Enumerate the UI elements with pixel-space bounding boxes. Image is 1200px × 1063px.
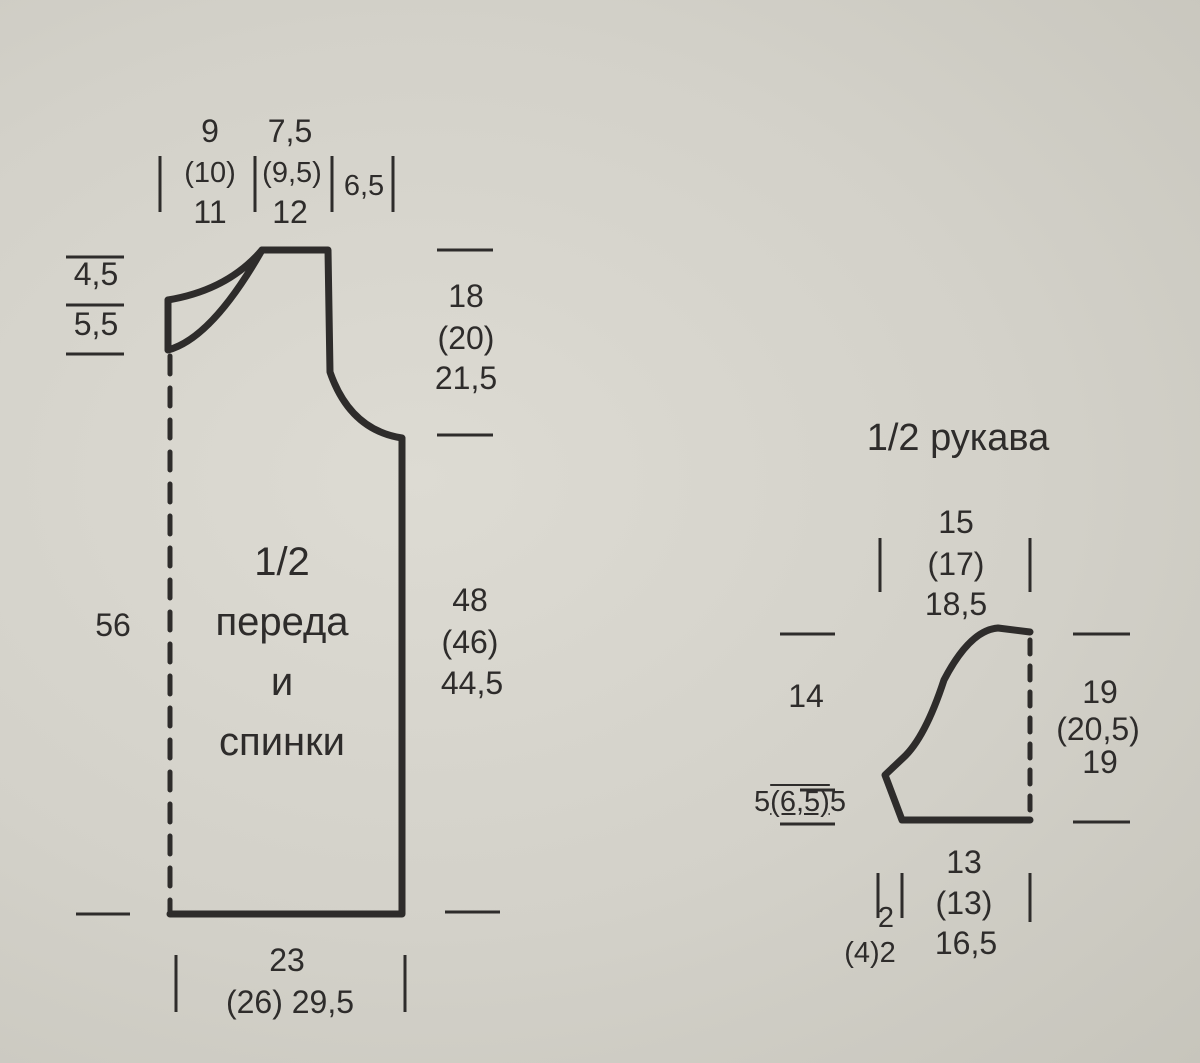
sleeve-cuff-suffix: 5: [829, 786, 846, 818]
side-height-1: 48: [452, 582, 488, 618]
sleeve-piece: [881, 624, 1034, 824]
sleeve-fold-height-1: 19: [1082, 674, 1118, 710]
neck-width-3: 11: [193, 194, 227, 230]
bottom-width-1: 23: [269, 942, 305, 978]
sleeve-top-width-3: 18,5: [924, 586, 988, 622]
body-caption-line-3: и: [270, 660, 294, 704]
body-caption-line-4: спинки: [219, 720, 345, 764]
neckline-curve: [164, 246, 266, 304]
sleeve-bottom-width-3: 16,5: [934, 925, 998, 961]
sleeve-offset-1: 2: [877, 902, 895, 934]
sleeve-top-width-2: (17): [927, 546, 985, 582]
sleeve-cuff-prefix: 5: [754, 786, 771, 818]
sleeve-dimension-marks: [780, 538, 1130, 922]
body-dimension-marks: [66, 156, 500, 1012]
side-height-2: (46): [441, 624, 499, 660]
total-height: 56: [95, 607, 131, 643]
body-caption-line-1: 1/2: [254, 540, 310, 584]
armhole-height-2: (20): [437, 320, 495, 356]
neck-depth-bottom: 5,5: [73, 306, 119, 342]
body-piece: [164, 246, 406, 918]
sleeve-offset-2: (4)2: [844, 937, 896, 969]
body-caption-line-2: переда: [215, 600, 349, 644]
sleeve-fold-height-3: 19: [1082, 744, 1118, 780]
shoulder-width-1: 7,5: [267, 113, 313, 149]
sleeve-outline: [881, 624, 1034, 824]
sleeve-bottom-width-2: (13): [935, 885, 993, 921]
side-height-3: 44,5: [440, 665, 504, 701]
bottom-width-2: (26) 29,5: [225, 984, 355, 1020]
sleeve-cuff-value: (6,5): [770, 786, 830, 818]
armhole-height-1: 18: [448, 278, 484, 314]
sleeve-fold-height-2: (20,5): [1056, 711, 1140, 747]
neck-width-2: (10): [184, 157, 236, 189]
sleeve-title: 1/2 рукава: [866, 417, 1050, 459]
sleeve-bottom-width-1: 13: [946, 844, 982, 880]
shoulder-width-3: 12: [272, 194, 308, 230]
shoulder-slope: 6,5: [343, 170, 385, 202]
neck-depth-top: 4,5: [73, 256, 119, 292]
sleeve-cap-height: 14: [788, 678, 824, 714]
neck-width-1: 9: [201, 113, 219, 149]
armhole-height-3: 21,5: [434, 360, 498, 396]
sleeve-top-width-1: 15: [938, 504, 974, 540]
shoulder-width-2: (9,5): [262, 157, 322, 189]
body-outline: [164, 246, 406, 918]
sleeve-cuff-height: 5(6,5)5: [754, 787, 846, 817]
